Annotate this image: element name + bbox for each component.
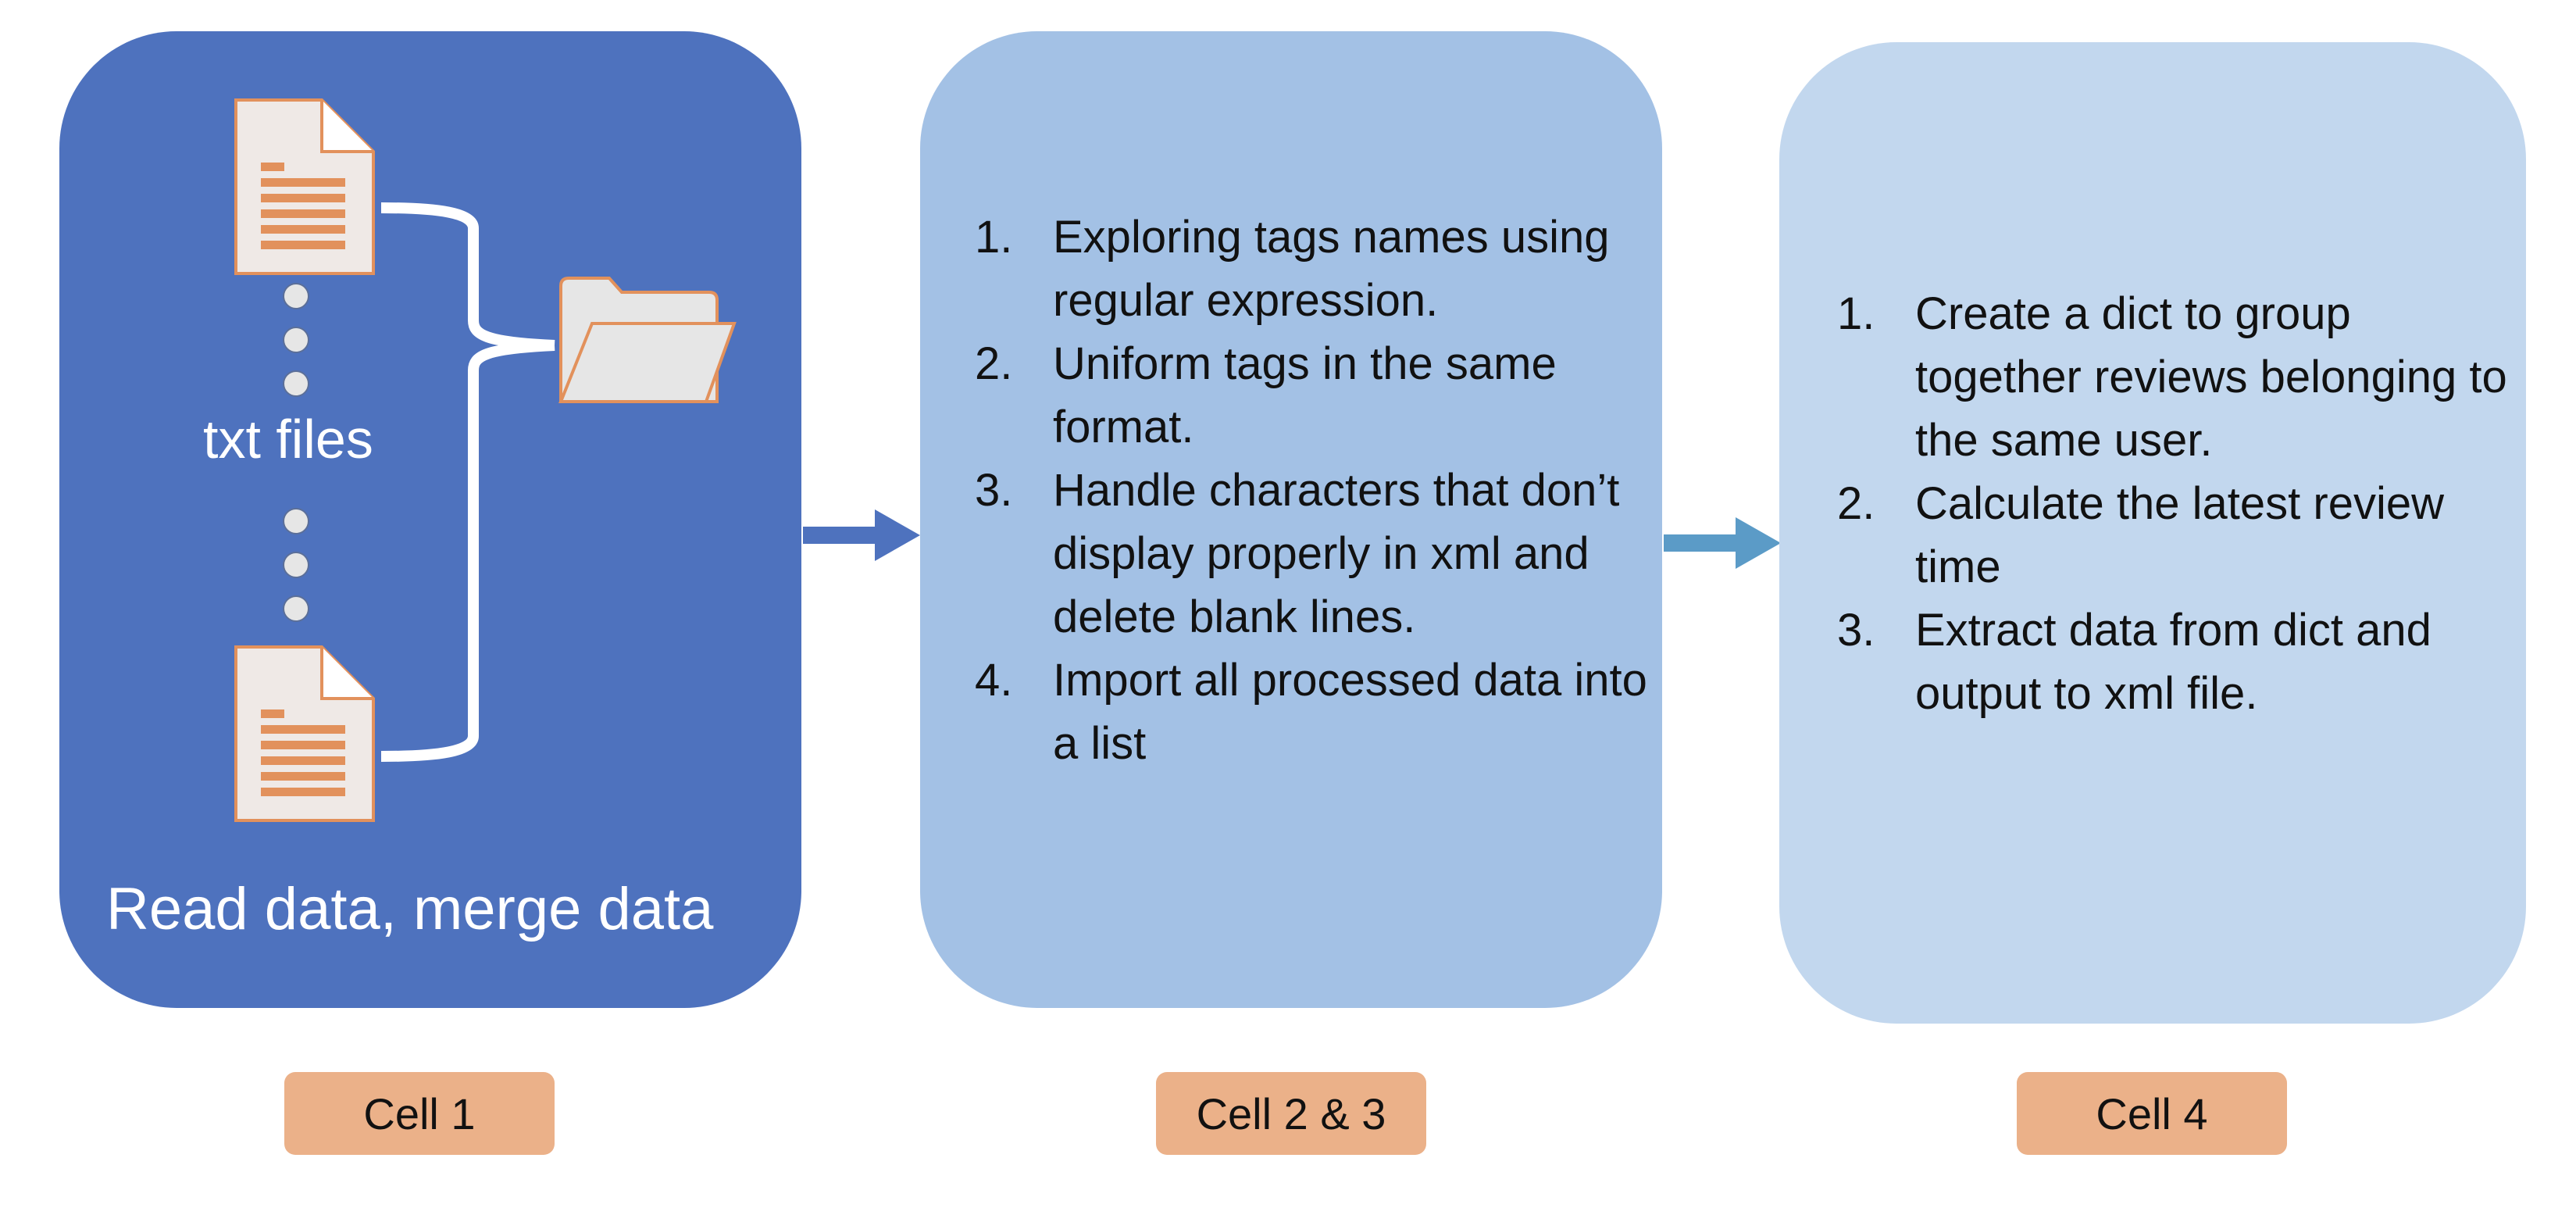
step-number: 1. bbox=[975, 212, 1013, 263]
list-item: 1. Exploring tags names using regular exp… bbox=[975, 206, 1678, 332]
folder-icon bbox=[558, 277, 737, 403]
step-text: Handle characters that don’t display pro… bbox=[1053, 465, 1620, 642]
step-text: Exploring tags names using regular expre… bbox=[1053, 212, 1610, 326]
ellipsis-dot bbox=[283, 283, 309, 309]
ellipsis-dot bbox=[283, 327, 309, 353]
list-item: 2. Calculate the latest review time bbox=[1837, 472, 2509, 599]
stage1-caption: Read data, merge data bbox=[106, 876, 714, 942]
step-number: 3. bbox=[975, 465, 1013, 516]
stage-output-box bbox=[1779, 42, 2526, 1024]
cell-label-2-3: Cell 2 & 3 bbox=[1156, 1072, 1426, 1155]
stage-read-merge-box bbox=[59, 31, 801, 1008]
list-item: 1. Create a dict to group together review… bbox=[1837, 282, 2509, 472]
step-text: Calculate the latest review time bbox=[1915, 478, 2444, 592]
step-number: 2. bbox=[975, 338, 1013, 389]
list-item: 2. Uniform tags in the same format. bbox=[975, 332, 1678, 459]
step-text: Create a dict to group together reviews … bbox=[1915, 288, 2507, 466]
ellipsis-dot bbox=[283, 508, 309, 534]
step-number: 1. bbox=[1837, 288, 1875, 339]
step-number: 3. bbox=[1837, 605, 1875, 656]
cell-label-1: Cell 1 bbox=[284, 1072, 555, 1155]
arrow-right-icon bbox=[803, 509, 920, 561]
stage2-step-list: 1. Exploring tags names using regular exp… bbox=[975, 206, 1678, 775]
step-text: Import all processed data into a list bbox=[1053, 655, 1647, 769]
step-number: 2. bbox=[1837, 478, 1875, 529]
document-icon bbox=[234, 645, 375, 822]
ellipsis-dot bbox=[283, 552, 309, 578]
files-label: txt files bbox=[203, 409, 373, 470]
step-text: Uniform tags in the same format. bbox=[1053, 338, 1557, 452]
ellipsis-dot bbox=[283, 370, 309, 397]
cell-label-4: Cell 4 bbox=[2017, 1072, 2287, 1155]
list-item: 4. Import all processed data into a list bbox=[975, 649, 1678, 775]
document-icon bbox=[234, 98, 375, 275]
step-text: Extract data from dict and output to xml… bbox=[1915, 605, 2432, 719]
list-item: 3. Handle characters that don’t display p… bbox=[975, 459, 1678, 649]
stage3-step-list: 1. Create a dict to group together review… bbox=[1837, 282, 2509, 725]
list-item: 3. Extract data from dict and output to x… bbox=[1837, 599, 2509, 725]
arrow-right-icon bbox=[1664, 517, 1781, 569]
ellipsis-dot bbox=[283, 595, 309, 622]
stage-clean-box bbox=[920, 31, 1662, 1008]
step-number: 4. bbox=[975, 655, 1013, 706]
